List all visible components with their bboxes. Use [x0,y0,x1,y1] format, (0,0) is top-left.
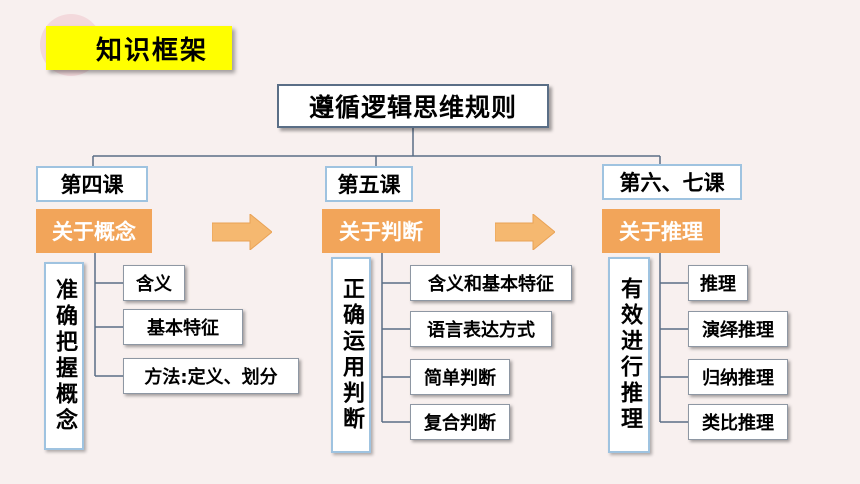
item-3-4: 类比推理 [688,404,788,440]
item-3-2: 演绎推理 [688,311,788,347]
arrow-right-icon-2 [495,214,555,250]
item-2-3: 简单判断 [410,359,510,395]
header-label: 知识框架 [46,26,232,70]
item-2-4: 复合判断 [410,404,510,440]
item-3-1: 推理 [688,265,748,301]
item-1-2: 基本特征 [123,309,243,345]
item-3-3: 归纳推理 [688,359,788,395]
lesson-label-2: 第五课 [325,166,413,202]
item-2-1: 含义和基本特征 [410,265,572,301]
diagram-title: 遵循逻辑思维规则 [277,84,549,128]
vertical-label-3: 有效进行推理 [608,257,650,453]
topic-label-3: 关于推理 [602,209,720,253]
vertical-label-1: 准确把握概念 [44,262,84,450]
item-1-1: 含义 [123,265,185,301]
item-1-3: 方法:定义、划分 [123,358,299,394]
lesson-label-1: 第四课 [36,166,148,202]
topic-label-2: 关于判断 [322,209,440,253]
item-2-2: 语言表达方式 [410,311,552,347]
topic-label-1: 关于概念 [36,209,152,253]
vertical-label-2: 正确运用判断 [331,257,371,453]
lesson-label-3: 第六、七课 [602,164,742,200]
arrow-right-icon-1 [212,214,272,250]
